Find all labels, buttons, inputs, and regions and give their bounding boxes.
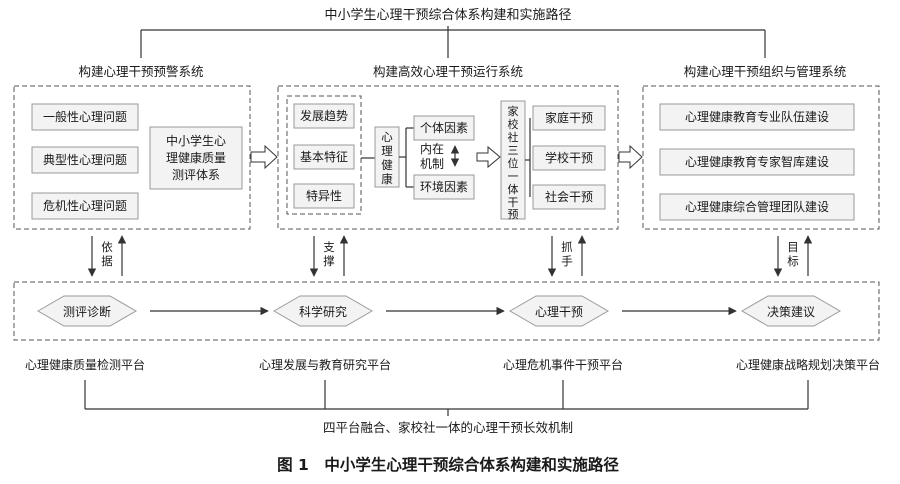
grip-char: 抓: [561, 240, 573, 254]
support-char: 撑: [323, 254, 335, 268]
coop-char: 位: [508, 156, 519, 170]
think-tank-label: 心理健康教育专家智库建设: [685, 154, 829, 169]
mental-health-char: 心: [381, 130, 393, 144]
evaluation-line-3: 测评体系: [172, 168, 220, 182]
figure-caption: 图 1 中小学生心理干预综合体系构建和实施路径: [277, 455, 619, 474]
grip-link: 抓 手: [547, 235, 587, 277]
bottom-title: 四平台融合、家校社一体的心理干预长效机制: [323, 420, 573, 435]
hollow-arrow-icon: [250, 144, 278, 170]
trend-label: 发展趋势: [300, 108, 348, 123]
mental-health-char: 康: [381, 172, 393, 186]
coop-char: 三: [508, 144, 519, 157]
basis-char: 据: [101, 254, 113, 268]
decision-label: 决策建议: [767, 305, 815, 319]
platform-research: 心理发展与教育研究平台: [259, 357, 391, 372]
social-intervention-box: [532, 184, 606, 210]
warning-system-panel: [13, 85, 251, 230]
evaluation-line-1: 中小学生心: [166, 133, 226, 148]
operation-system-title: 构建高效心理干预运行系统: [373, 64, 523, 79]
coop-char: 体: [508, 182, 519, 196]
coop-char: 一: [508, 170, 519, 183]
basis-char: 依: [101, 240, 113, 254]
factor-connector: [399, 127, 414, 188]
intervention-label: 心理干预: [535, 305, 583, 319]
coop-char: 家: [508, 104, 519, 118]
features-box: [293, 144, 355, 170]
operation-system-panel: [277, 85, 619, 230]
decision-hexagon: [740, 295, 842, 327]
management-system-title: 构建心理干预组织与管理系统: [684, 64, 847, 79]
coop-intervention-text: 家 校 社 三 位 一 体 干 预: [508, 104, 519, 221]
platform-strategy: 心理健康战略规划决策平台: [736, 357, 880, 372]
coop-char: 校: [508, 117, 519, 131]
target-char: 标: [787, 254, 799, 268]
trend-box: [293, 103, 355, 129]
think-tank-box: [659, 148, 855, 176]
platform-crisis: 心理危机事件干预平台: [503, 357, 623, 372]
coop-char: 预: [508, 208, 519, 221]
top-bracket: [140, 26, 766, 58]
bottom-bracket: [84, 380, 809, 416]
hollow-arrow-icon: [476, 145, 501, 169]
environment-factor-box: [413, 174, 475, 200]
intervention-connector: [525, 118, 531, 197]
mechanism-line-2: 机制: [420, 157, 444, 171]
team-building-box: [659, 103, 855, 131]
crisis-problem-label: 危机性心理问题: [43, 199, 127, 213]
school-intervention-label: 学校干预: [545, 150, 593, 165]
team-building-label: 心理健康教育专业队伍建设: [685, 109, 829, 124]
general-problem-label: 一般性心理问题: [43, 109, 127, 124]
intervention-hexagon: [508, 295, 610, 327]
target-link: 目 标: [773, 235, 813, 277]
typical-problem-box: [31, 146, 139, 174]
support-char: 支: [323, 240, 335, 254]
specificity-label: 特异性: [306, 188, 342, 203]
traits-group: [286, 95, 362, 215]
research-label: 科学研究: [299, 304, 347, 319]
family-intervention-label: 家庭干预: [545, 110, 593, 125]
individual-factor-box: [413, 115, 475, 141]
features-label: 基本特征: [300, 149, 348, 164]
research-hexagon: [272, 295, 374, 327]
grip-char: 手: [561, 254, 573, 268]
mental-health-char: 理: [381, 144, 393, 158]
management-team-label: 心理健康综合管理团队建设: [685, 199, 829, 214]
mental-health-char: 健: [381, 158, 393, 172]
individual-factor-label: 个体因素: [420, 121, 468, 135]
evaluation-system-box: [149, 126, 243, 190]
social-intervention-label: 社会干预: [545, 189, 593, 204]
coop-char: 社: [508, 130, 519, 144]
coop-char: 干: [508, 196, 519, 209]
environment-factor-label: 环境因素: [420, 179, 468, 194]
family-intervention-box: [532, 105, 606, 131]
evaluation-line-2: 理健康质量: [166, 150, 226, 165]
target-char: 目: [787, 240, 799, 254]
management-team-box: [659, 193, 855, 221]
flow-panel: [13, 281, 880, 341]
management-system-panel: [642, 85, 880, 230]
school-intervention-box: [532, 145, 606, 171]
coop-intervention-box: [500, 100, 526, 220]
support-link: 支 撑: [309, 235, 349, 277]
diagnosis-label: 测评诊断: [63, 304, 111, 319]
diagnosis-hexagon: [36, 295, 138, 327]
top-title: 中小学生心理干预综合体系构建和实施路径: [324, 7, 571, 23]
crisis-problem-box: [31, 192, 139, 220]
hollow-arrow-icon: [618, 144, 643, 170]
general-problem-box: [31, 103, 139, 131]
typical-problem-label: 典型性心理问题: [43, 153, 127, 167]
warning-system-title: 构建心理干预预警系统: [78, 64, 203, 79]
basis-link: 依 据: [87, 235, 127, 277]
mechanism-line-1: 内在: [420, 142, 444, 156]
platform-detection: 心理健康质量检测平台: [25, 357, 145, 372]
specificity-box: [293, 183, 355, 209]
